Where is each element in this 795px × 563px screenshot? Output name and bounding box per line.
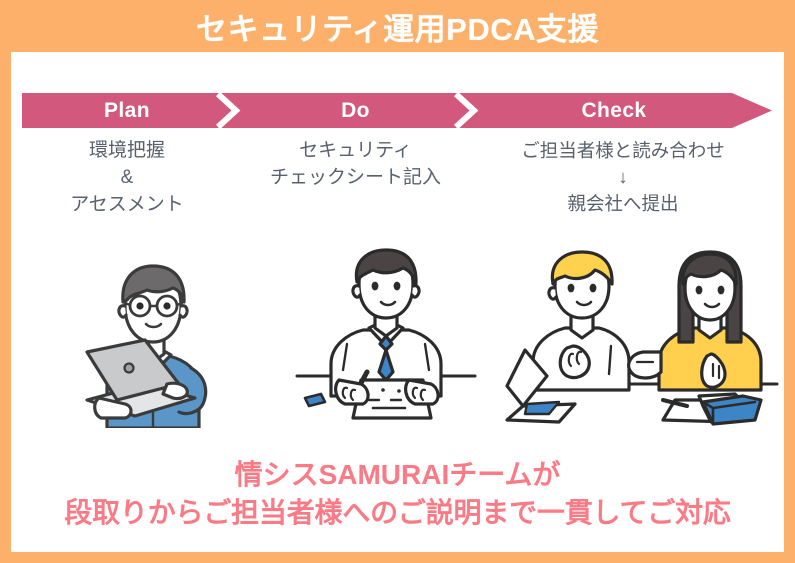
bottom-message-line-2: 段取りからご担当者様へのご説明まで一貫してご対応 [64,496,731,528]
bottom-message-line-1: 情シスSAMURAIチームが [234,459,561,490]
pdca-caption-plan: 環境把握 & アセスメント [70,140,184,215]
pdca-phase-label-plan: Plan [104,98,150,122]
page-title: セキュリティ運用PDCA支援 [196,11,599,47]
pdca-arrow-bar [22,93,772,128]
pdca-phase-label-check: Check [581,98,647,122]
illustration-two-people-meeting [503,250,793,438]
chevron-separator-1-icon [215,93,241,128]
content-card: Plan Do Check 環境把握 & アセスメント セキュリティ チェックシ… [11,52,784,552]
chevron-separator-2-icon [453,93,479,128]
pdca-caption-do: セキュリティ チェックシート記入 [269,140,441,188]
illustration-person-writing-checksheet [291,248,481,438]
pdca-phase-label-do: Do [341,98,370,122]
bottom-message: 情シスSAMURAIチームが 段取りからご担当者様へのご説明まで一貫してご対応 [11,456,784,531]
pdca-caption-check: ご担当者様と読み合わせ ↓ 親会社へ提出 [521,140,725,214]
pdca-bar-shape [22,93,772,128]
illustration-person-with-laptop [63,248,243,428]
